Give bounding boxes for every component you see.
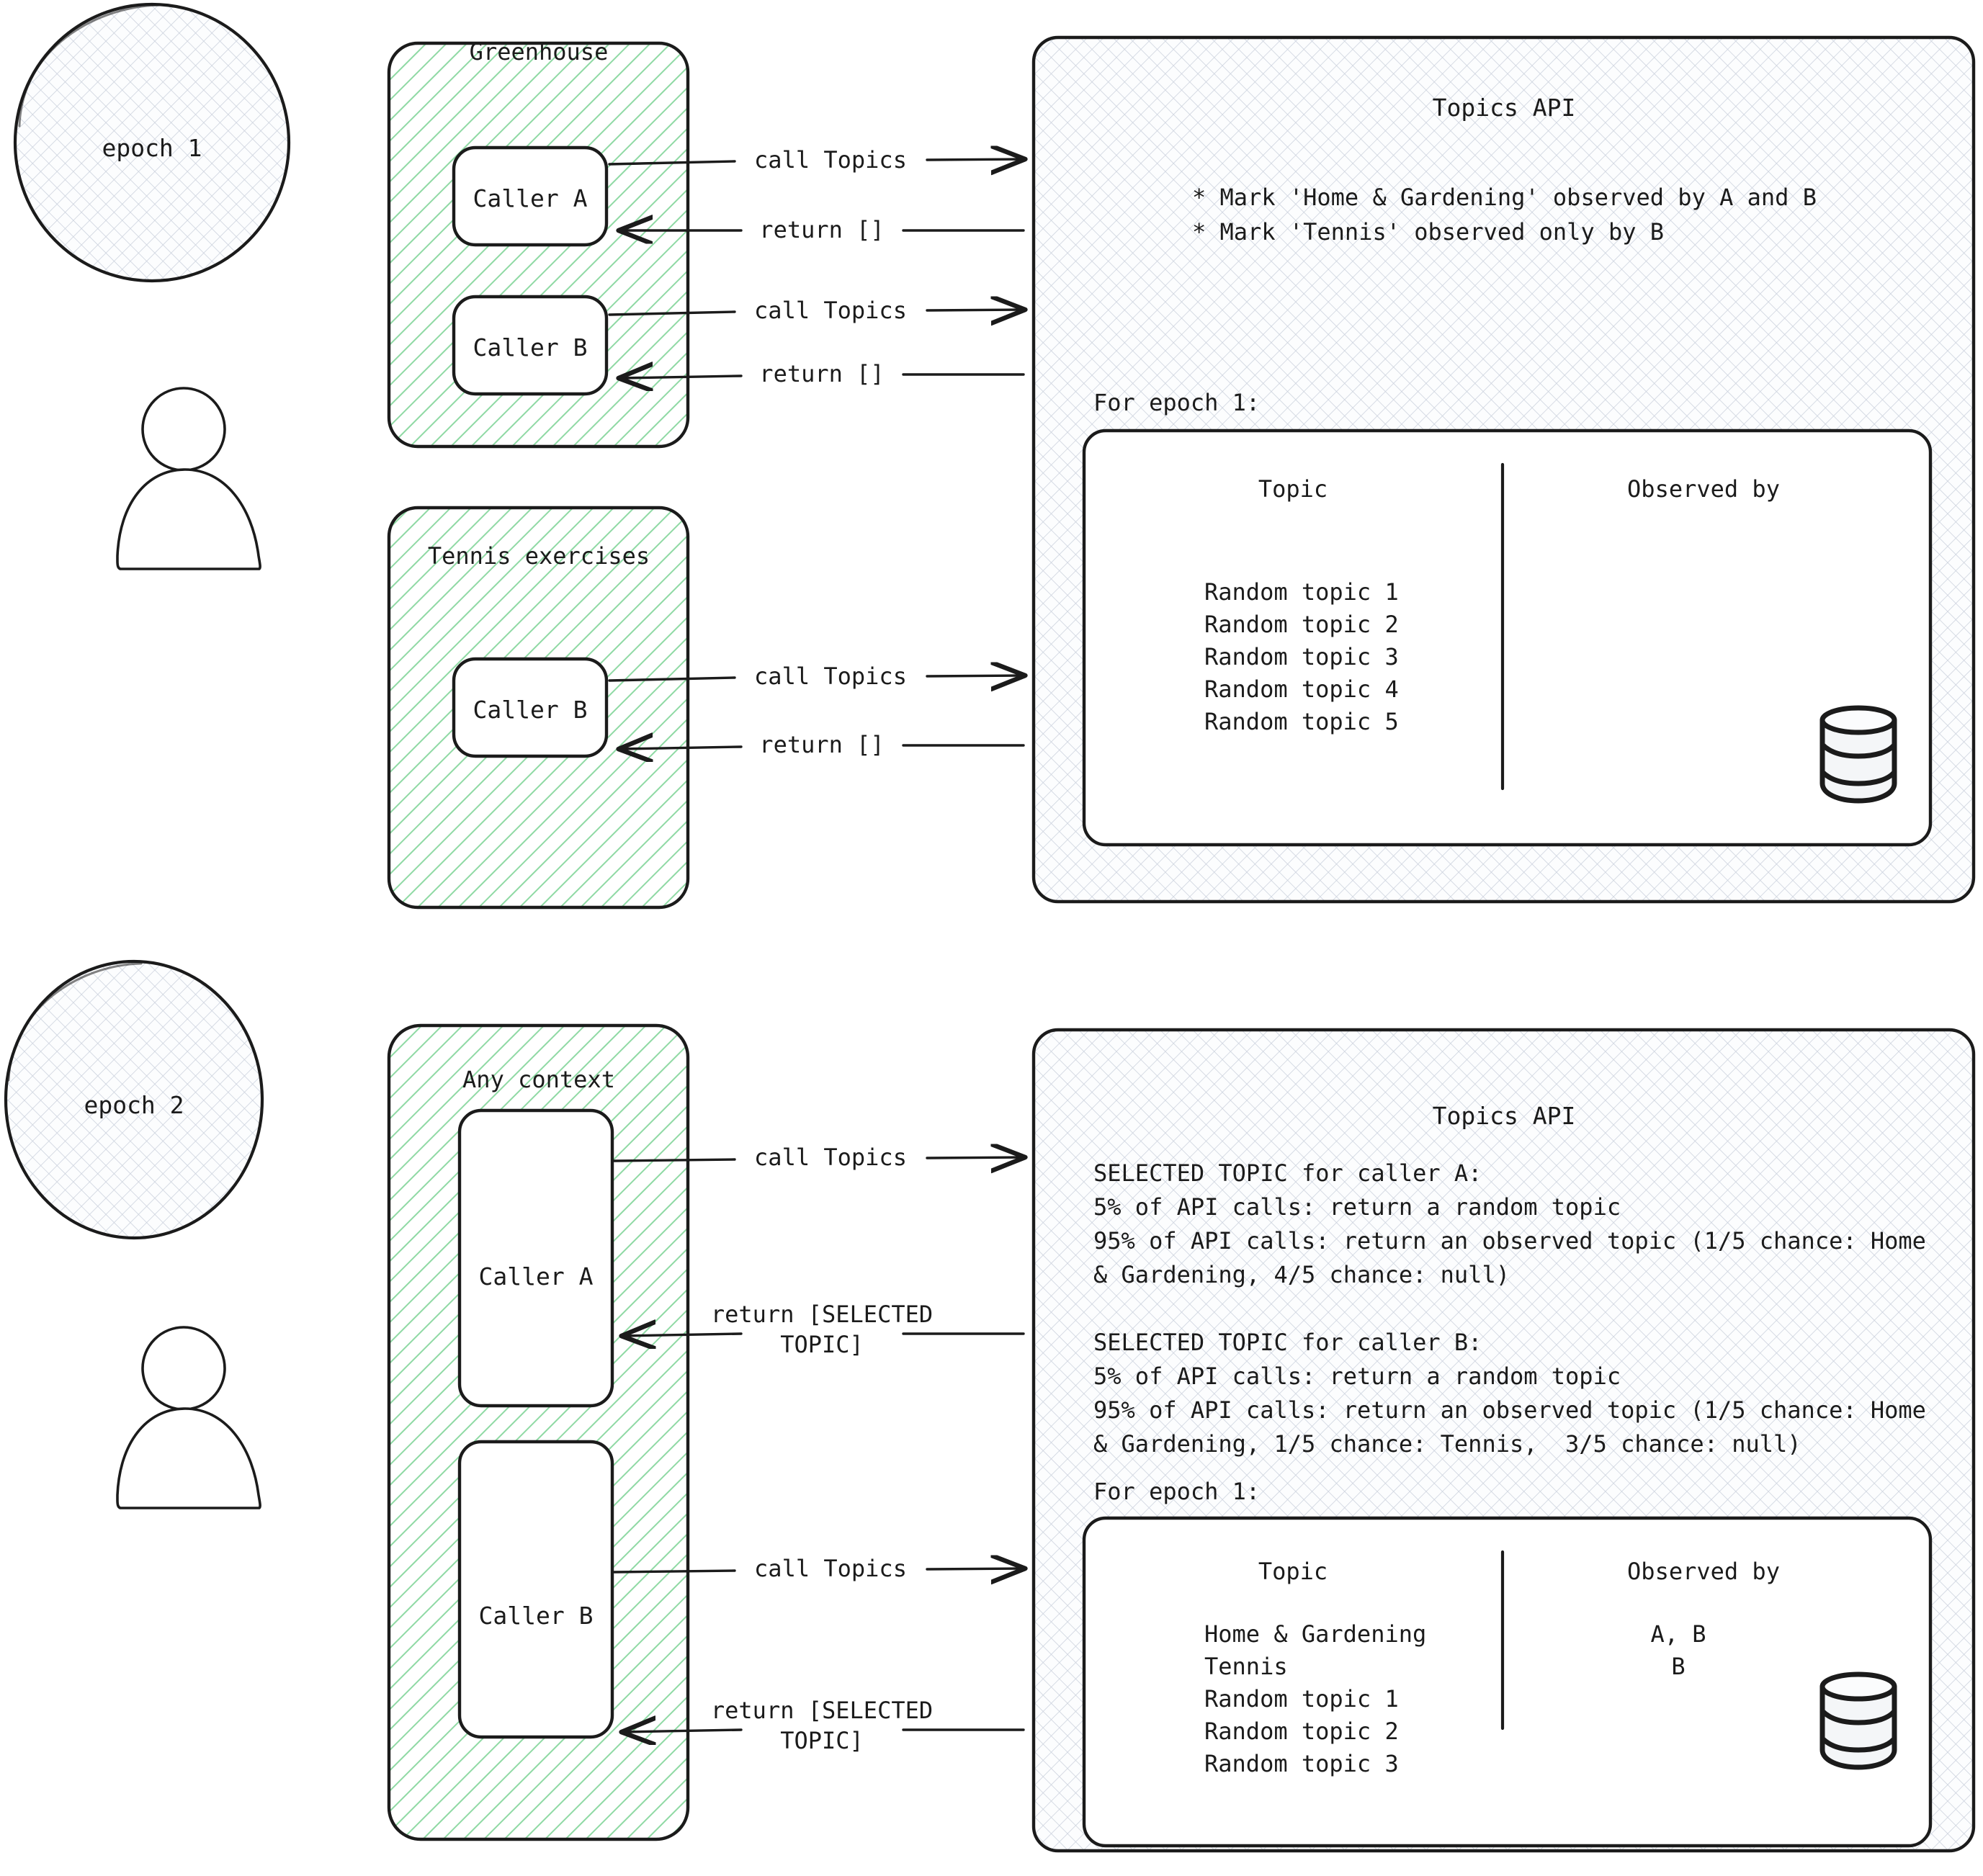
api-para-e2-8: & Gardening, 1/5 chance: Tennis, 3/5 cha… (1093, 1430, 1801, 1458)
caller-b-label-e1[interactable]: Caller B (473, 333, 588, 362)
arrow-label-call-topics-a-e1: call Topics (754, 146, 907, 174)
table-row-topic-e1-2: Random topic 3 (1204, 643, 1399, 670)
api-para-e2-6: 5% of API calls: return a random topic (1093, 1363, 1621, 1390)
arrow-label-return-empty-tennis-e1: return [] (759, 731, 885, 758)
table-caption-e2: For epoch 1: (1093, 1478, 1261, 1505)
topics-table-box-e2 (1082, 1516, 1933, 1848)
arrow-label-call-topics-tennis-e1: call Topics (754, 663, 907, 690)
api-para-e2-2: 95% of API calls: return an observed top… (1093, 1227, 1926, 1255)
table-row-observed-e2-0: A, B (1650, 1620, 1706, 1648)
tennis-exercises-label: Tennis exercises (427, 542, 650, 570)
greenhouse-label: Greenhouse (469, 38, 609, 66)
table-row-topic-e1-0: Random topic 1 (1204, 578, 1399, 606)
table-row-topic-e1-3: Random topic 4 (1204, 676, 1399, 703)
table-col-topic-e2: Topic (1258, 1558, 1328, 1585)
table-col-observed-e1: Observed by (1627, 475, 1780, 503)
table-row-topic-e2-0: Home & Gardening (1204, 1620, 1427, 1648)
arrow-label-return-selected-b-e2-l2: TOPIC] (780, 1727, 864, 1754)
api-bullet-1-e1: * Mark 'Home & Gardening' observed by A … (1192, 184, 1817, 211)
api-para-e2-0: SELECTED TOPIC for caller A: (1093, 1159, 1482, 1187)
epoch-2-label: epoch 2 (84, 1091, 184, 1119)
arrow-label-call-topics-b-e1: call Topics (754, 297, 907, 324)
table-row-topic-e2-3: Random topic 2 (1204, 1718, 1399, 1745)
table-row-topic-e1-1: Random topic 2 (1204, 611, 1399, 638)
table-row-topic-e2-4: Random topic 3 (1204, 1750, 1399, 1777)
api-para-e2-7: 95% of API calls: return an observed top… (1093, 1396, 1926, 1424)
arrow-label-return-empty-a-e1: return [] (759, 216, 885, 243)
any-context-label: Any context (462, 1066, 615, 1093)
topics-api-title-e2: Topics API (1432, 1102, 1576, 1130)
arrow-label-return-selected-b-e2-l1: return [SELECTED (710, 1697, 934, 1724)
table-row-topic-e2-2: Random topic 1 (1204, 1685, 1399, 1713)
caller-a-label-e1[interactable]: Caller A (473, 184, 588, 212)
arrow-label-return-selected-a-e2-l2: TOPIC] (780, 1331, 864, 1358)
caller-a-label-e2[interactable]: Caller A (478, 1262, 594, 1291)
api-para-e2-1: 5% of API calls: return a random topic (1093, 1193, 1621, 1221)
api-para-e2-5: SELECTED TOPIC for caller B: (1093, 1329, 1482, 1356)
caller-b-label-e2[interactable]: Caller B (478, 1602, 594, 1630)
api-para-e2-3: & Gardening, 4/5 chance: null) (1093, 1261, 1510, 1288)
epoch-1-person-icon (116, 387, 261, 570)
caller-b-label-tennis[interactable]: Caller B (473, 696, 588, 724)
table-col-observed-e2: Observed by (1627, 1558, 1780, 1585)
topics-api-title-e1: Topics API (1432, 94, 1576, 122)
arrow-label-return-selected-a-e2-l1: return [SELECTED (710, 1301, 934, 1328)
api-bullet-2-e1: * Mark 'Tennis' observed only by B (1192, 218, 1665, 246)
table-row-topic-e1-4: Random topic 5 (1204, 708, 1399, 735)
epoch-2-person-icon (116, 1326, 261, 1509)
topics-api-panel-e1 (1031, 35, 1976, 904)
database-cylinder-icon-e2 (1819, 1671, 1897, 1770)
table-row-topic-e2-1: Tennis (1204, 1653, 1288, 1680)
any-context-box (387, 1023, 690, 1841)
database-cylinder-icon-e1 (1819, 705, 1897, 804)
table-row-observed-e2-1: B (1671, 1653, 1686, 1680)
arrow-label-call-topics-a-e2: call Topics (754, 1144, 907, 1171)
table-caption-e1: For epoch 1: (1093, 389, 1261, 416)
caller-a-box-e2 (457, 1108, 614, 1408)
caller-b-box-e2 (457, 1440, 614, 1739)
epoch-1-label: epoch 1 (102, 134, 202, 162)
table-col-topic-e1: Topic (1258, 475, 1328, 503)
greenhouse-context-box (387, 41, 690, 449)
arrow-label-return-empty-b-e1: return [] (759, 360, 885, 387)
arrow-label-call-topics-b-e2: call Topics (754, 1555, 907, 1582)
